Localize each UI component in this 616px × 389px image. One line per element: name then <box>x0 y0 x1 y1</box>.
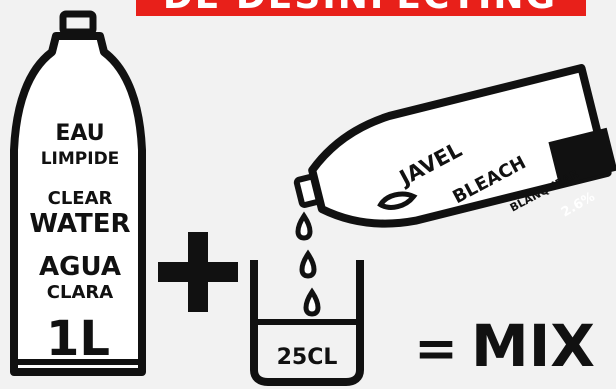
bottle-label-line-2: LIMPIDE <box>41 149 120 169</box>
cup-volume: 25CL <box>277 345 338 370</box>
result-text: MIX <box>471 312 595 380</box>
bleach-concentration: 2.6% <box>559 189 598 220</box>
bottle-label-line-5: AGUA <box>39 252 121 282</box>
bottle-label-line-1: EAU <box>55 121 104 146</box>
bottle-label-line-3: CLEAR <box>48 188 113 209</box>
plus-icon <box>158 232 238 312</box>
bottle-volume: 1L <box>46 311 110 367</box>
banner-text: DE DESINFECTING <box>163 0 557 17</box>
drops-icon <box>298 216 318 314</box>
title-banner: DE DESINFECTING <box>136 0 586 17</box>
equals-sign: = <box>414 319 458 379</box>
bottle-label-line-4: WATER <box>29 209 130 239</box>
bottle-label-line-6: CLARA <box>47 282 113 303</box>
